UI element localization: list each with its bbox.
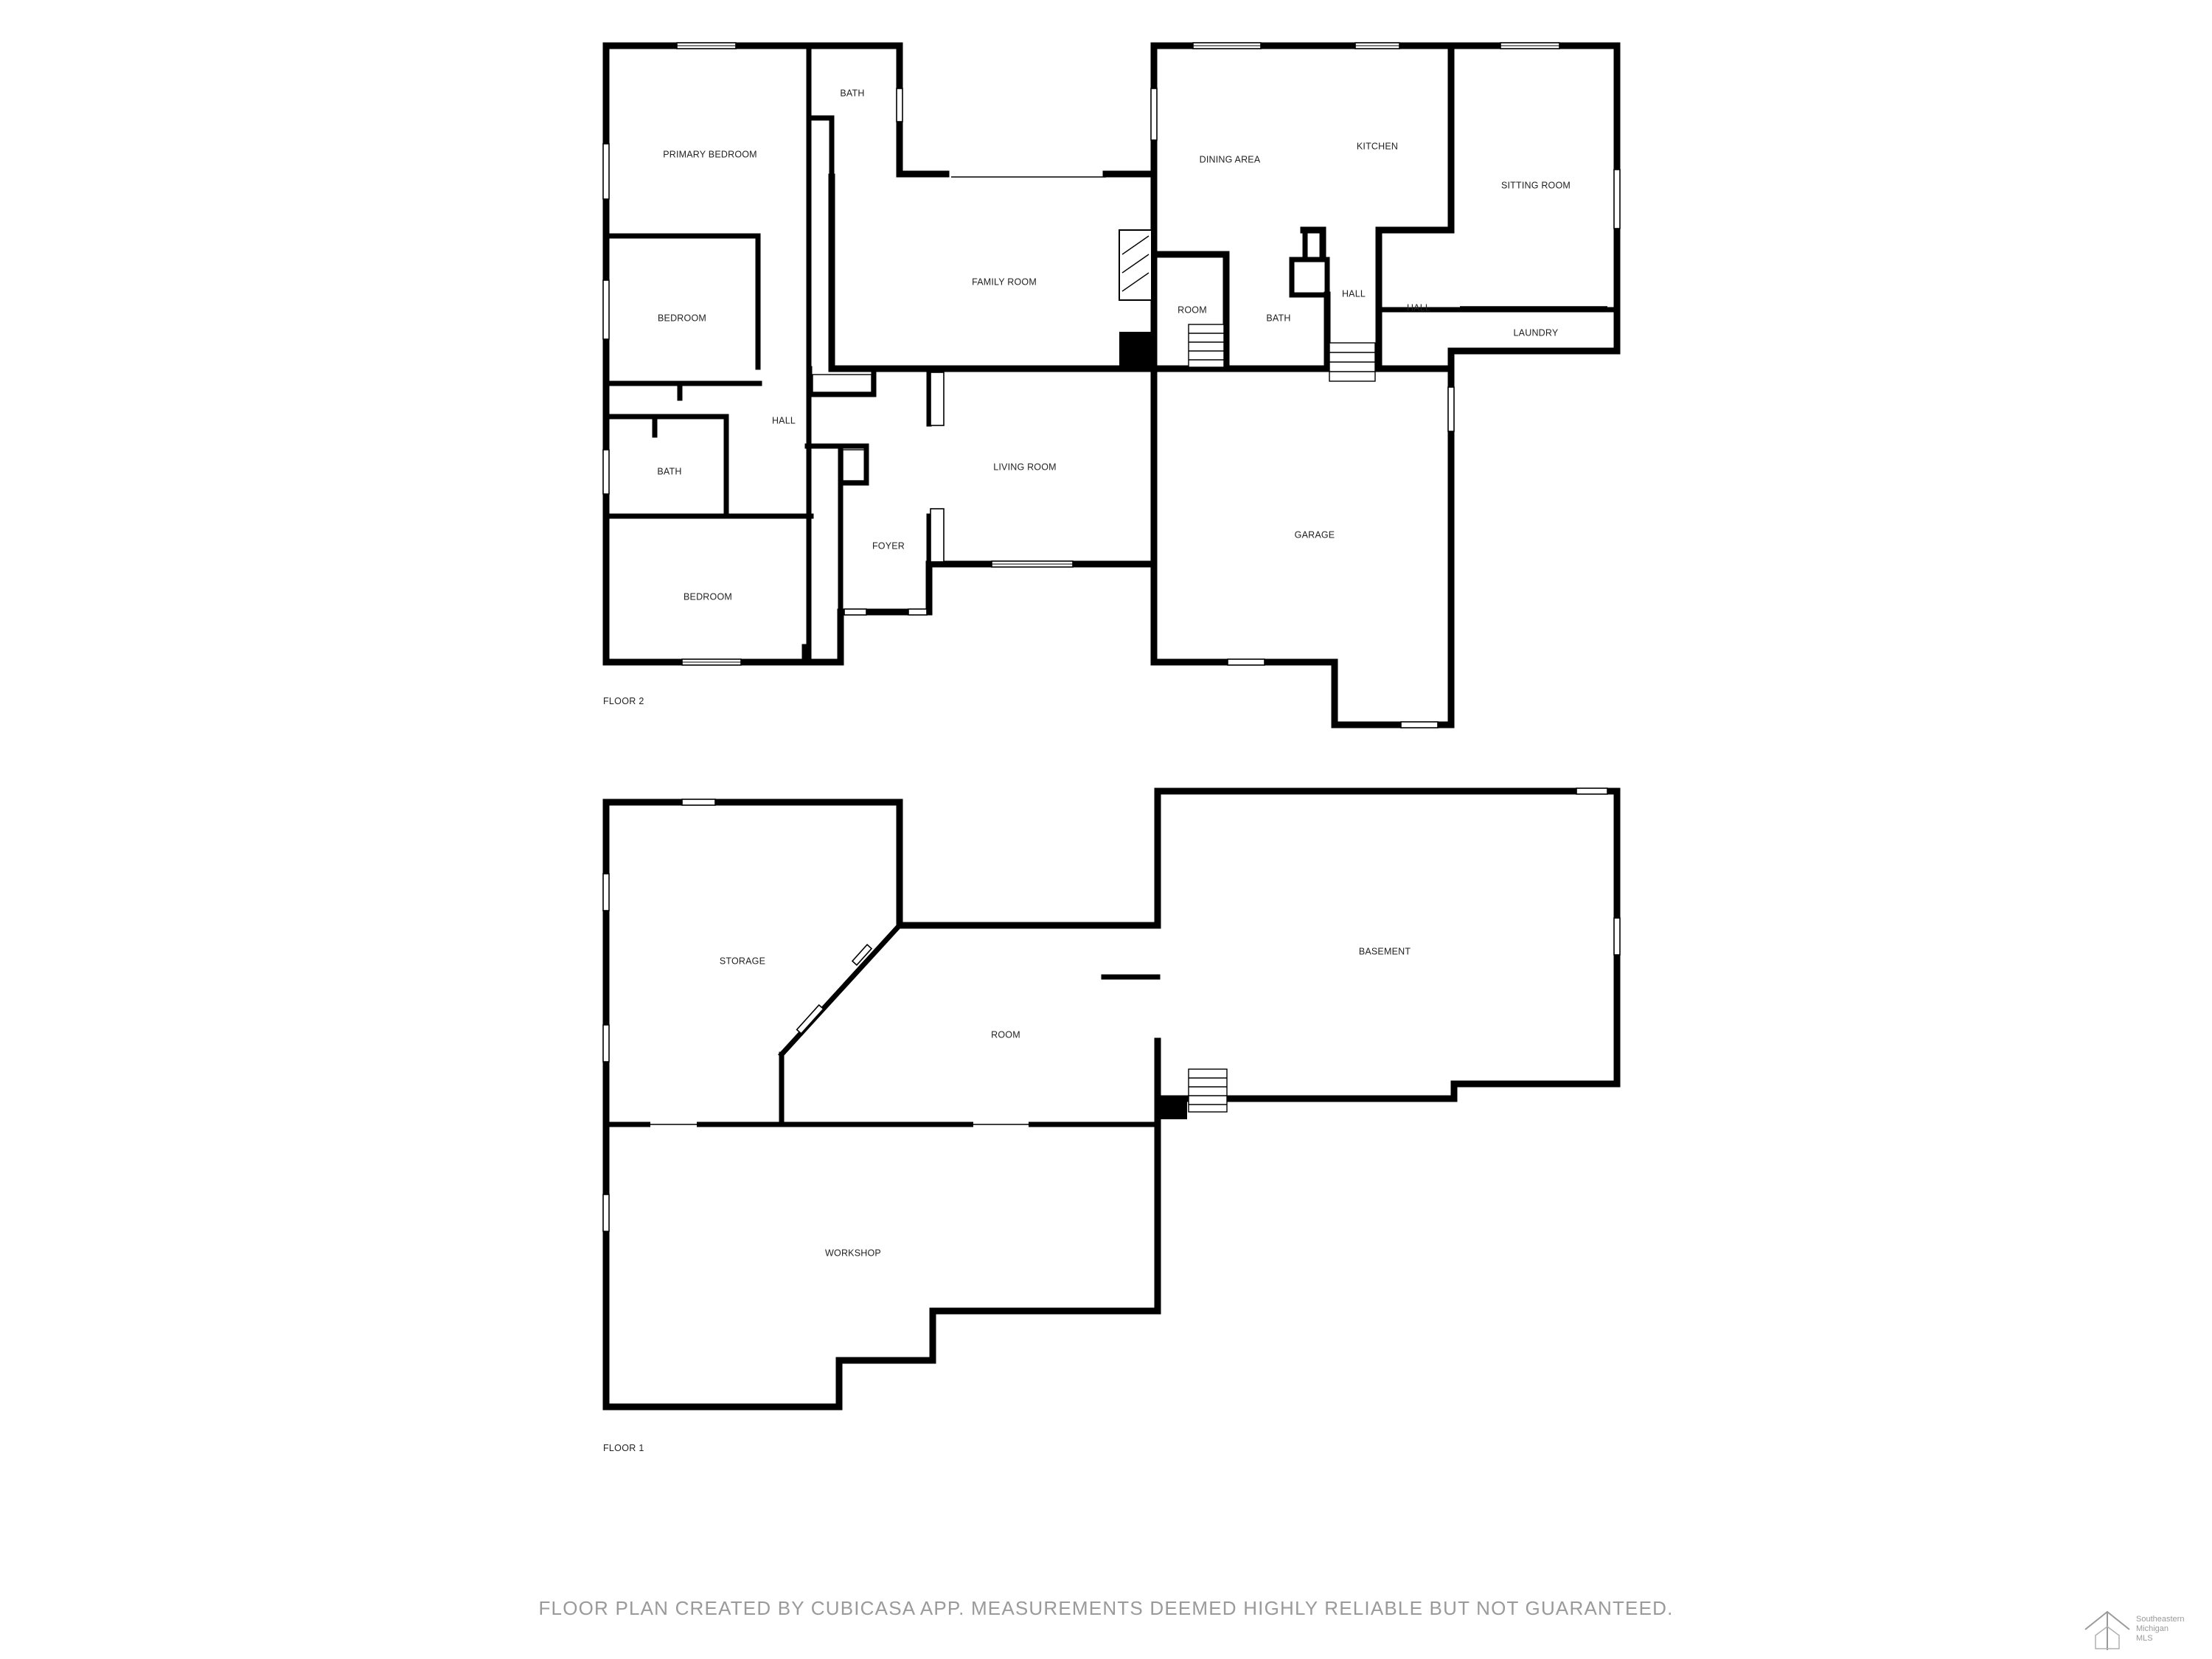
house-logo-icon xyxy=(2084,1610,2130,1650)
room-label-hall: HALL xyxy=(1407,302,1430,313)
room-label-bath: BATH xyxy=(1266,313,1290,323)
window xyxy=(602,42,1621,728)
room-label-sitting-room: SITTING ROOM xyxy=(1501,180,1571,190)
logo-text-line2: Michigan xyxy=(2136,1624,2169,1633)
room-label-room: ROOM xyxy=(1178,305,1207,315)
logo-text-line1: Southeastern xyxy=(2136,1615,2185,1624)
room-label-storage: STORAGE xyxy=(720,956,765,966)
floor-label: FLOOR 1 xyxy=(603,1443,644,1453)
room-label-bath: BATH xyxy=(840,88,864,98)
window xyxy=(602,787,1621,1232)
room-label-dining-area: DINING AREA xyxy=(1200,154,1261,164)
room-label-bedroom: BEDROOM xyxy=(684,591,732,602)
room-label-workshop: WORKSHOP xyxy=(825,1248,881,1258)
floor-1-plan xyxy=(602,787,1621,1411)
footer-disclaimer: FLOOR PLAN CREATED BY CUBICASA APP. MEAS… xyxy=(538,1597,1674,1619)
room-label-living-room: LIVING ROOM xyxy=(993,462,1057,472)
floor-2-plan xyxy=(602,42,1621,728)
logo-text-line3: MLS xyxy=(2136,1634,2153,1643)
room-label-bath: BATH xyxy=(657,466,681,476)
room-label-room: ROOM xyxy=(991,1029,1020,1040)
room-label-kitchen: KITCHEN xyxy=(1357,141,1398,151)
room-label-basement: BASEMENT xyxy=(1359,946,1411,956)
room-label-garage: GARAGE xyxy=(1295,529,1335,540)
room-label-laundry: LAUNDRY xyxy=(1514,327,1559,338)
room-label-bedroom: BEDROOM xyxy=(658,313,706,323)
room-label-primary-bedroom: PRIMARY BEDROOM xyxy=(663,149,757,159)
room-label-foyer: FOYER xyxy=(872,540,905,551)
floor-2-labels: PRIMARY BEDROOM BATH BEDROOM HALL BATH B… xyxy=(603,88,1571,706)
stairs xyxy=(1188,324,1376,382)
stairs xyxy=(1188,1068,1228,1113)
room-label-family-room: FAMILY ROOM xyxy=(972,276,1037,287)
floor-label: FLOOR 2 xyxy=(603,696,644,706)
room-label-hall: HALL xyxy=(1342,288,1366,299)
room-label-hall: HALL xyxy=(772,415,796,425)
floor-1-labels: STORAGE ROOM BASEMENT WORKSHOP FLOOR 1 xyxy=(603,946,1411,1453)
